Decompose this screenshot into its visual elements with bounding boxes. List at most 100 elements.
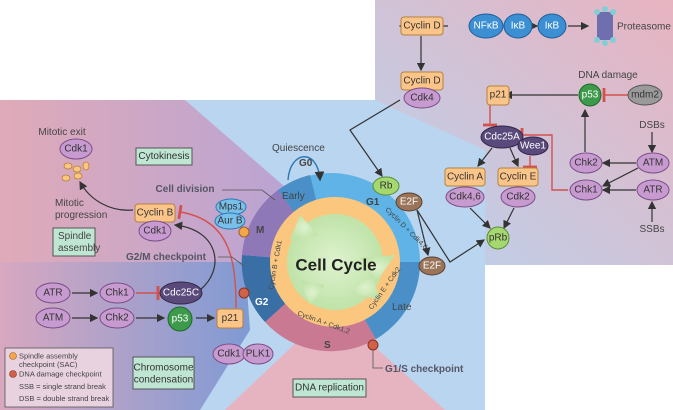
process-chromosome-label-2: condensation xyxy=(134,375,194,386)
phase-early: Early xyxy=(282,191,305,202)
node-nfkb xyxy=(468,13,504,39)
node-p21-left xyxy=(216,308,244,329)
legend-sac-label-2: checkpoint (SAC) xyxy=(19,360,78,369)
ssbs-label: SSBs xyxy=(639,224,664,235)
node-nfkb-label: NFκB xyxy=(474,21,499,32)
cell-division-label: Cell division xyxy=(156,184,215,195)
node-wee1-label: Wee1 xyxy=(520,141,546,152)
node-e2f-free xyxy=(418,256,446,276)
node-cyclin-d-top-label: Cyclin D xyxy=(403,21,440,32)
node-chk1-left-label: Chk1 xyxy=(105,288,129,299)
phase-g1: G1 xyxy=(366,197,380,208)
node-p53-left-label: p53 xyxy=(172,314,189,325)
degraded-cyclin-icon xyxy=(61,161,90,182)
process-dna-replication-label: DNA replication xyxy=(295,383,364,394)
node-cdc25a xyxy=(480,125,524,149)
node-cdk1-condensation-label: Cdk1 xyxy=(217,349,241,360)
g2m-damage-dot xyxy=(238,287,250,299)
node-chk2-right-label: Chk2 xyxy=(574,158,598,169)
node-ikb-free xyxy=(537,13,567,39)
legend-sac-dot xyxy=(9,352,17,360)
node-cdk4 xyxy=(403,87,441,109)
phase-g0: G0 xyxy=(299,158,313,169)
node-prb-label: pRb xyxy=(489,233,508,244)
legend-dna-damage-label: DNA damage checkpoint xyxy=(19,370,102,379)
process-spindle-label-2: assembly xyxy=(58,243,100,254)
node-aurb xyxy=(214,212,246,230)
node-p53-right xyxy=(578,83,602,107)
node-cdc25a-label: Cdc25A xyxy=(484,132,520,143)
node-atm-right-label: ATM xyxy=(643,158,663,169)
node-cdk1-exit-label: Cdk1 xyxy=(64,144,88,155)
sac-dot xyxy=(238,226,250,238)
node-cyclin-e-label: Cyclin E xyxy=(500,172,537,183)
node-atm-right xyxy=(636,152,670,174)
node-e2f-free-label: E2F xyxy=(423,261,441,272)
process-dna-replication xyxy=(292,378,367,398)
phase-late: Late xyxy=(392,302,412,313)
node-cdk1-b-label: Cdk1 xyxy=(143,226,167,237)
node-prb xyxy=(486,226,510,250)
mitosis-regulation-network: Mitotic exit Cdk1 Cytokinesis Mitotic pr… xyxy=(35,127,464,398)
node-cyclin-a-label: Cyclin A xyxy=(447,172,483,183)
node-e2f-bound-label: E2F xyxy=(400,197,418,208)
node-chk1-right-label: Chk1 xyxy=(574,185,598,196)
node-mps1-label: Mps1 xyxy=(219,202,244,213)
node-p53-right-label: p53 xyxy=(582,90,599,101)
legend-dna-damage-dot xyxy=(9,370,17,378)
proteasome-icon xyxy=(594,6,616,46)
mitotic-progression-label-2: progression xyxy=(55,210,107,221)
node-chk2-left-label: Chk2 xyxy=(105,313,129,324)
g2m-checkpoint-label: G2/M checkpoint xyxy=(126,252,207,263)
node-p53-left xyxy=(167,306,193,332)
node-wee1 xyxy=(517,136,549,156)
node-mdm2-label: mdm2 xyxy=(631,90,659,101)
node-ikb xyxy=(503,13,533,39)
node-chk1-left xyxy=(99,282,135,304)
mitotic-exit-label: Mitotic exit xyxy=(38,127,85,138)
node-atm-left-label: ATM xyxy=(43,313,63,324)
g1s-damage-dot xyxy=(367,339,379,351)
node-cdk46 xyxy=(445,186,485,208)
dsbs-label: DSBs xyxy=(639,120,665,131)
mitotic-progression-label-1: Mitotic xyxy=(55,198,84,209)
node-e2f-bound xyxy=(395,192,423,212)
node-chk1-right xyxy=(569,179,603,201)
process-chromosome-condensation xyxy=(132,356,195,390)
node-mdm2 xyxy=(627,84,663,106)
node-atm-left xyxy=(35,307,71,329)
node-rb-label: Rb xyxy=(380,181,393,192)
legend-dsb-label: DSB = double strand break xyxy=(19,394,110,403)
node-atr-left xyxy=(35,282,71,304)
legend-sac-label: Spindle assembly xyxy=(19,352,78,361)
node-atr-left-label: ATR xyxy=(43,288,62,299)
node-cyclin-d-label: Cyclin D xyxy=(403,76,440,87)
node-cyclin-d-top xyxy=(400,16,444,36)
process-spindle-label-1: Spindle xyxy=(58,231,92,242)
node-cyclin-b-label: Cyclin B xyxy=(137,208,174,219)
node-p21-right xyxy=(486,85,510,106)
cell-cycle-wheel: Cell Cycle Cyclin D + Cdk4,6 Cyclin E + … xyxy=(238,143,428,352)
node-cyclin-e xyxy=(497,167,539,187)
node-plk1-label: PLK1 xyxy=(246,349,271,360)
process-chromosome-label-1: Chromosome xyxy=(133,363,193,374)
process-cytokinesis xyxy=(135,147,193,166)
node-p21-right-label: p21 xyxy=(490,90,507,101)
node-cdk2 xyxy=(500,186,536,208)
node-cdk2-label: Cdk2 xyxy=(506,192,530,203)
node-plk1 xyxy=(242,343,274,365)
cell-cycle-title: Cell Cycle xyxy=(295,256,376,275)
legend: Spindle assembly checkpoint (SAC) DNA da… xyxy=(4,347,114,408)
g1s-checkpoint-label: G1/S checkpoint xyxy=(385,364,464,375)
node-atr-right xyxy=(636,179,670,201)
dna-damage-label: DNA damage xyxy=(578,70,638,81)
node-cdk46-label: Cdk4,6 xyxy=(449,192,481,203)
quiescence-label: Quiescence xyxy=(272,143,325,154)
proteasome-label: Proteasome xyxy=(617,22,671,33)
node-chk2-left xyxy=(99,307,135,329)
process-cytokinesis-label: Cytokinesis xyxy=(138,151,189,162)
node-ikb-free-label: IκB xyxy=(545,21,560,32)
node-atr-right-label: ATR xyxy=(643,185,662,196)
node-cyclin-a xyxy=(444,167,486,187)
